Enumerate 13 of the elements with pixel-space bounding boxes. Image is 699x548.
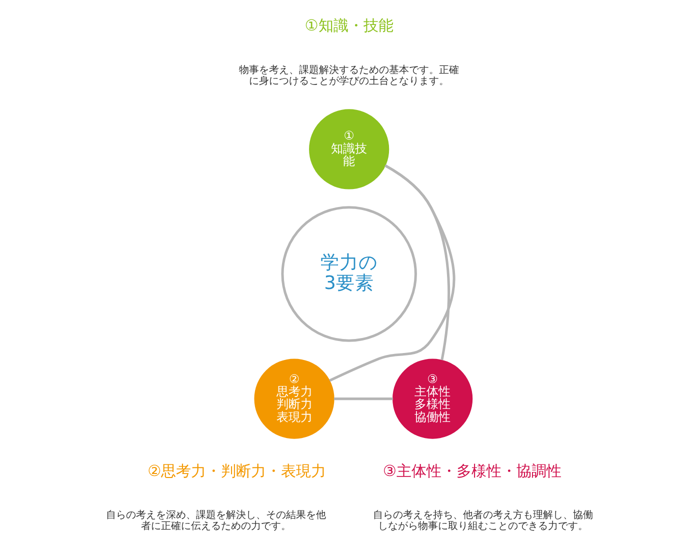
node-circle: ② 思考力判断力表現力	[254, 358, 334, 439]
connector	[329, 164, 456, 382]
node-label: 自らの考えを持ち、他者の考え方も理解し、協働しながら物事に取り組むことのできる力です。	[373, 510, 594, 532]
node-label: 自らの考えを深め、課題を解決し、その結果を他者に正確に伝えるための力です。	[106, 510, 326, 532]
node-circle: ① 知識技能	[309, 109, 390, 190]
node-circle: 学力の3要素	[281, 206, 417, 342]
node-circle: ③ 主体性多様性協働性	[392, 358, 473, 439]
connector	[334, 398, 393, 400]
node-label: ②思考力・判断力・表現力	[148, 462, 326, 480]
connector	[384, 164, 450, 360]
node-label: ③主体性・多様性・協調性	[382, 462, 562, 480]
node-label: ①知識・技能	[304, 16, 394, 35]
node-label: 物事を考え、課題解決するための基本です。正確に身につけることが学びの土台となります。	[239, 64, 460, 87]
